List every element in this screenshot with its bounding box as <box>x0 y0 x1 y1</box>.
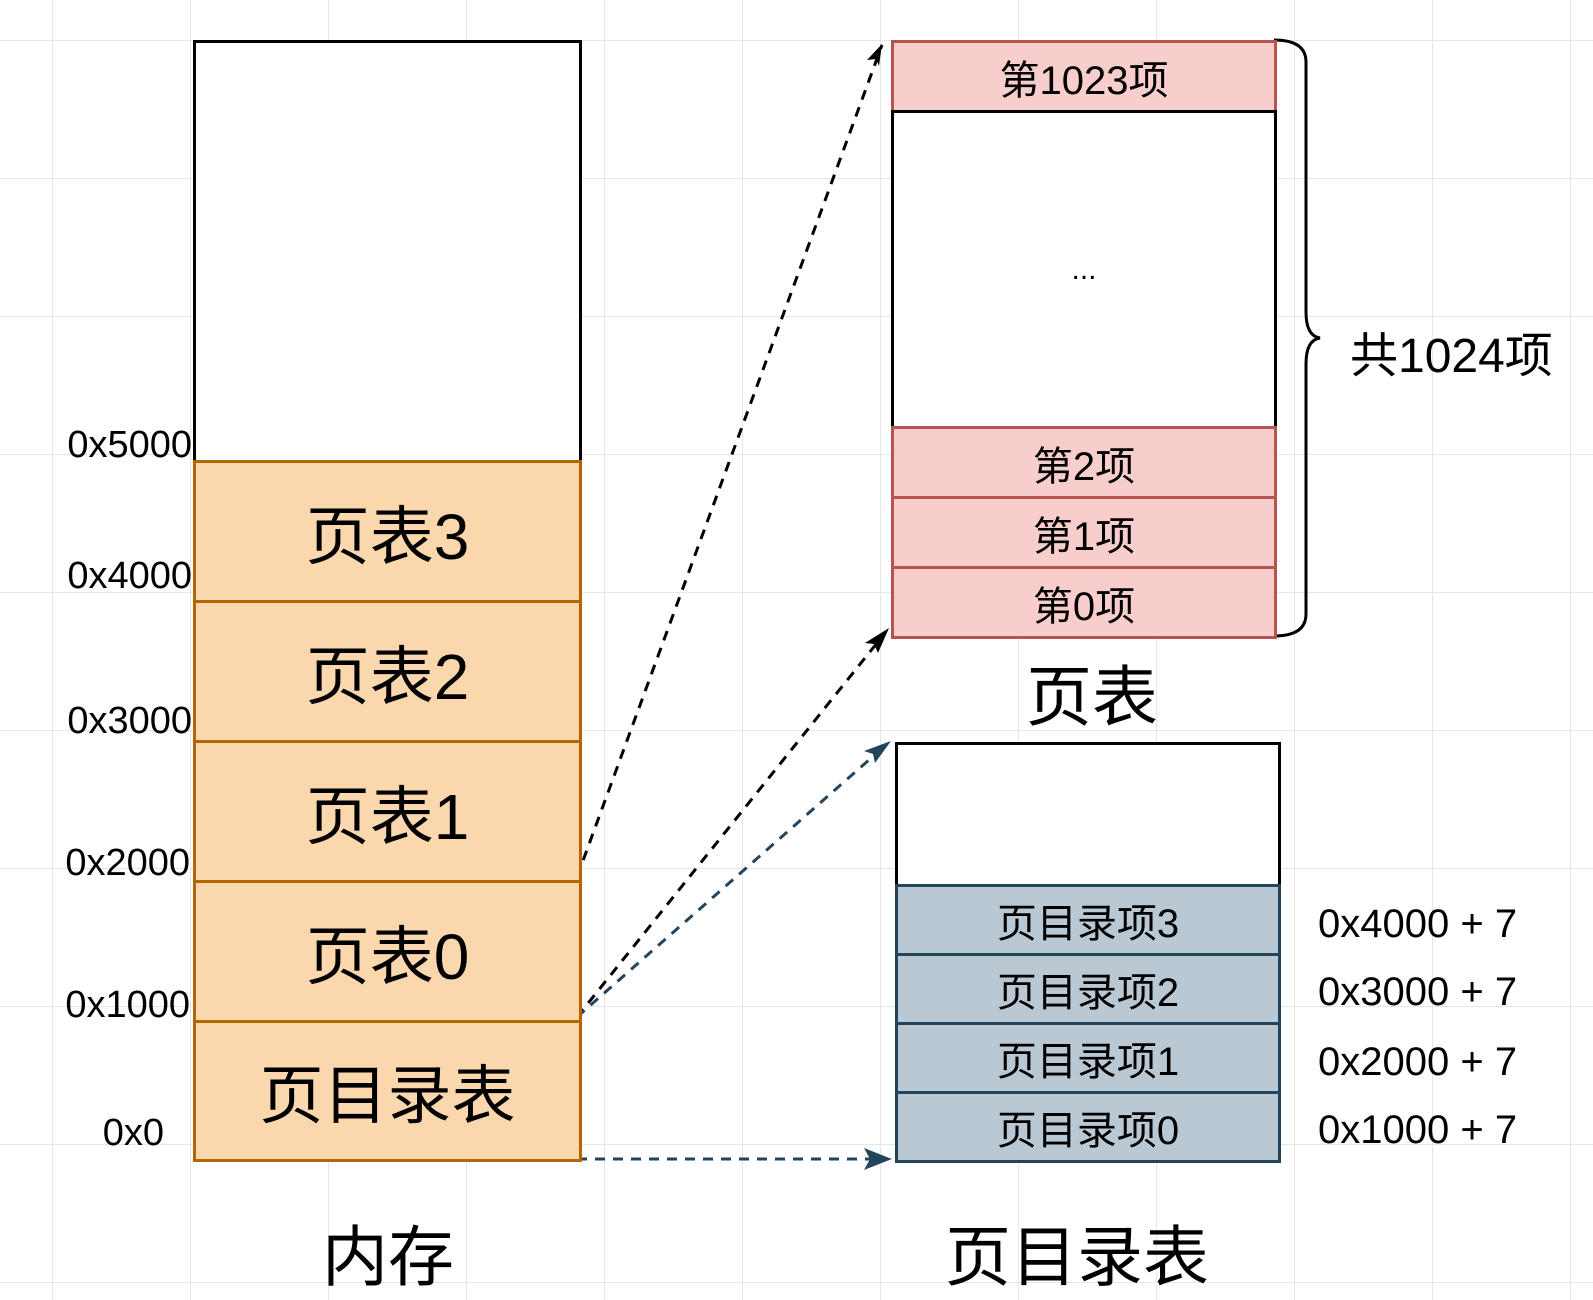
entry-label: 页目录项3 <box>996 902 1180 946</box>
arrow-pagedir-to-pd-top-head <box>864 741 891 763</box>
page-dir-entry-2: 页目录项2 <box>895 953 1281 1025</box>
address-label: 0x4000 <box>67 555 192 597</box>
address-label: 0x0 <box>102 1112 164 1154</box>
entry-label: 第1项 <box>1032 514 1136 559</box>
entry-label: 第1023项 <box>999 58 1169 103</box>
entry-label: 页目录项0 <box>996 1109 1180 1153</box>
page-dir-value: 0x2000 + 7 <box>1318 1040 1518 1084</box>
memory-block-label: 页表1 <box>305 780 470 853</box>
page-table-ellipsis-region: ... <box>891 110 1277 429</box>
address-label: 0x2000 <box>65 842 190 884</box>
curly-brace <box>1273 38 1321 638</box>
memory-block-label: 页目录表 <box>259 1060 516 1132</box>
page-dir-entry-0: 页目录项0 <box>895 1091 1281 1163</box>
arrow-pagetable0-to-pt-top <box>575 44 884 878</box>
memory-block-label: 页表2 <box>305 640 470 713</box>
brace-label: 共1024项 <box>1350 330 1553 383</box>
memory-block-pagedir: 页目录表 <box>193 1020 582 1162</box>
memory-block-label: 页表0 <box>305 920 470 993</box>
page-dir-entry-1: 页目录项1 <box>895 1022 1281 1094</box>
arrow-pagedir-to-pt-bottom <box>575 642 879 1018</box>
arrow-pagetable0-to-pt-top-head <box>867 44 882 66</box>
address-label: 0x1000 <box>65 984 190 1026</box>
ellipsis-label: ... <box>1071 252 1097 286</box>
memory-block-label: 页表3 <box>305 500 470 573</box>
entry-label: 页目录项2 <box>996 971 1180 1015</box>
page-table-entry-1: 第1项 <box>891 496 1277 569</box>
entry-label: 第2项 <box>1032 444 1136 489</box>
address-label: 0x5000 <box>67 424 192 466</box>
page-table-caption: 页表 <box>1026 660 1158 734</box>
arrow-pagedir-to-pt-bottom-head <box>865 628 889 653</box>
entry-label: 页目录项1 <box>996 1040 1180 1084</box>
page-dir-entry-3: 页目录项3 <box>895 884 1281 956</box>
arrow-pagedir-to-pd-top <box>576 750 879 1019</box>
page-directory-caption: 页目录表 <box>945 1220 1209 1294</box>
memory-block-pagetable2: 页表2 <box>193 600 582 743</box>
memory-free-region <box>193 40 582 463</box>
memory-block-pagetable0: 页表0 <box>193 880 582 1023</box>
arrow-memory-bottom-to-pd-bottom-head <box>864 1148 892 1170</box>
page-dir-free-region <box>895 742 1281 887</box>
page-dir-value: 0x3000 + 7 <box>1318 970 1518 1014</box>
page-dir-value: 0x1000 + 7 <box>1318 1108 1518 1152</box>
memory-caption: 内存 <box>322 1220 454 1294</box>
page-table-entry-1023: 第1023项 <box>891 40 1277 113</box>
page-table-entry-0: 第0项 <box>891 566 1277 639</box>
page-table-entry-2: 第2项 <box>891 426 1277 499</box>
address-label: 0x3000 <box>67 700 192 742</box>
entry-label: 第0项 <box>1032 584 1136 629</box>
memory-block-pagetable1: 页表1 <box>193 740 582 883</box>
page-dir-value: 0x4000 + 7 <box>1318 902 1518 946</box>
memory-block-pagetable3: 页表3 <box>193 460 582 603</box>
